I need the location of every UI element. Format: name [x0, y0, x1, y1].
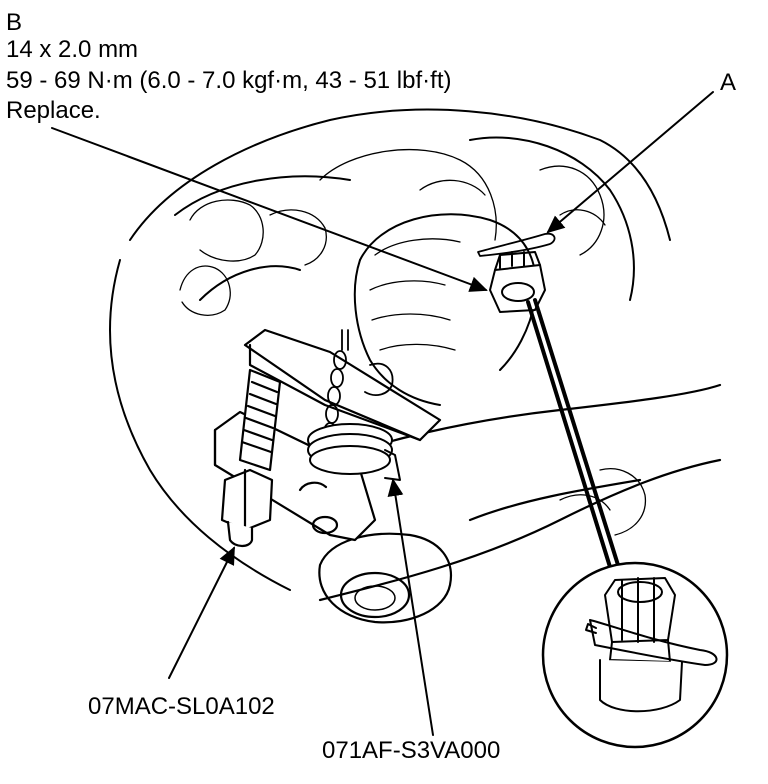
castle-nut	[489, 251, 546, 313]
ball-joint-boot	[353, 213, 537, 406]
adapter-tool	[307, 423, 401, 481]
callout-b-letter: B	[6, 9, 23, 36]
ball-joint-base	[318, 532, 453, 624]
leader-lines	[51, 91, 714, 736]
callout-b-size: 14 x 2.0 mm	[6, 36, 139, 63]
knuckle-outline	[109, 108, 671, 591]
detail-inset	[541, 561, 729, 749]
ball-joint-remover-tool	[213, 328, 442, 548]
tool-puller-label: 07MAC-SL0A102	[88, 693, 275, 720]
callout-b-note: Replace.	[6, 97, 101, 124]
callout-b-torque: 59 - 69 N·m (6.0 - 7.0 kgf·m, 43 - 51 lb…	[6, 67, 452, 94]
callout-a-letter: A	[720, 69, 737, 96]
tool-adapter-label: 071AF-S3VA000	[322, 737, 501, 764]
cotter-pin	[477, 232, 556, 257]
